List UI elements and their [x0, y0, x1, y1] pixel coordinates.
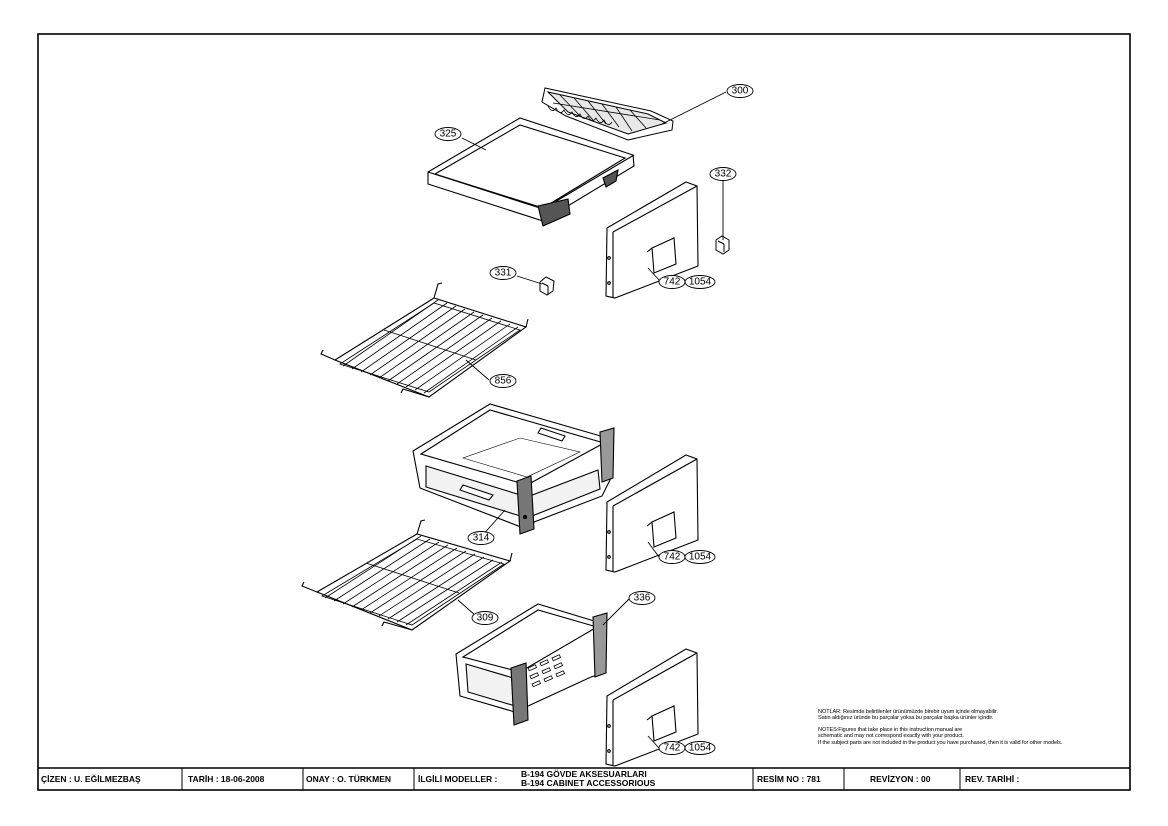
- drawing-title: B-194 GÖVDE AKSESUARLARI B-194 CABINET A…: [521, 768, 751, 790]
- shelf-tray-part: [427, 117, 635, 227]
- balloon-856: [489, 374, 517, 388]
- clip-332-part: [715, 235, 730, 255]
- ice-tray-part: [541, 87, 674, 141]
- label-314: 314: [473, 533, 490, 544]
- label-325: 325: [440, 129, 457, 140]
- label-336: 336: [634, 593, 651, 604]
- balloon-309: [471, 611, 499, 625]
- part-labels: 300 325 332 331 742 1054 856 314 742 105…: [440, 86, 749, 754]
- note-en-line-2: schematic and may not correspond exactly…: [818, 733, 964, 740]
- balloon-331: [489, 266, 517, 280]
- title-block: ÇİZEN : U. EĞİLMEZBAŞ TARİH : 18-06-2008…: [38, 768, 1130, 790]
- part-balloons: [434, 84, 754, 755]
- crisper-drawer-upper: [412, 403, 615, 535]
- drawn-by: ÇİZEN : U. EĞİLMEZBAŞ: [41, 774, 141, 784]
- label-300: 300: [732, 86, 749, 97]
- drawing-date: TARİH : 18-06-2008: [188, 774, 265, 784]
- sheet-border: [37, 33, 1131, 791]
- approved-by: ONAY : O. TÜRKMEN: [306, 774, 392, 784]
- balloon-1054-middle: [684, 550, 716, 564]
- wire-shelf-lower: [301, 519, 513, 631]
- label-742-bottom: 742: [664, 743, 681, 754]
- label-1054-top: 1054: [689, 277, 712, 288]
- wire-shelf-upper: [320, 282, 529, 398]
- label-332: 332: [715, 169, 732, 180]
- clip-331-part: [539, 276, 555, 296]
- note-tr-line-2: Satın aldığınız üründe bu parçalar yoksa…: [818, 715, 994, 722]
- balloon-300: [726, 84, 754, 98]
- balloon-1054-bottom: [684, 741, 716, 755]
- freezer-basket: [455, 603, 608, 726]
- balloon-332: [709, 167, 737, 181]
- note-tr-line-1: NOTLAR: Resimde belirtilenler ürünümüzde…: [818, 709, 998, 715]
- drawer-front-top: [605, 181, 699, 299]
- revision: REVİZYON : 00: [870, 774, 931, 784]
- notes-block: NOTLAR: Resimde belirtilenler ürünümüzde…: [818, 709, 1130, 746]
- drawing-title-tr: B-194 GÖVDE AKSESUARLARI: [521, 769, 647, 779]
- label-1054-bottom: 1054: [689, 743, 712, 754]
- label-742-top: 742: [664, 277, 681, 288]
- balloon-325: [434, 127, 462, 141]
- revision-date: REV. TARİHİ :: [965, 774, 1020, 784]
- label-856: 856: [495, 376, 512, 387]
- label-1054-middle: 1054: [689, 552, 712, 563]
- label-331: 331: [495, 268, 512, 279]
- label-742-middle: 742: [664, 552, 681, 563]
- balloon-336: [628, 591, 656, 605]
- note-en-line-3: If the subject parts are not included in…: [818, 739, 1063, 746]
- note-en-line-1: NOTES:Figures that take place in this in…: [818, 726, 963, 733]
- drawing-title-en: B-194 CABINET ACCESSORIOUS: [521, 778, 656, 788]
- related-models-label: İLGİLİ MODELLER :: [418, 774, 498, 784]
- balloon-314: [467, 531, 495, 545]
- label-309: 309: [477, 613, 494, 624]
- title-block-dividers: [181, 768, 961, 790]
- drawer-front-middle: [605, 454, 699, 573]
- balloon-1054-top: [684, 275, 716, 289]
- drawer-front-bottom: [605, 648, 699, 767]
- drawing-number: RESİM NO : 781: [757, 774, 821, 784]
